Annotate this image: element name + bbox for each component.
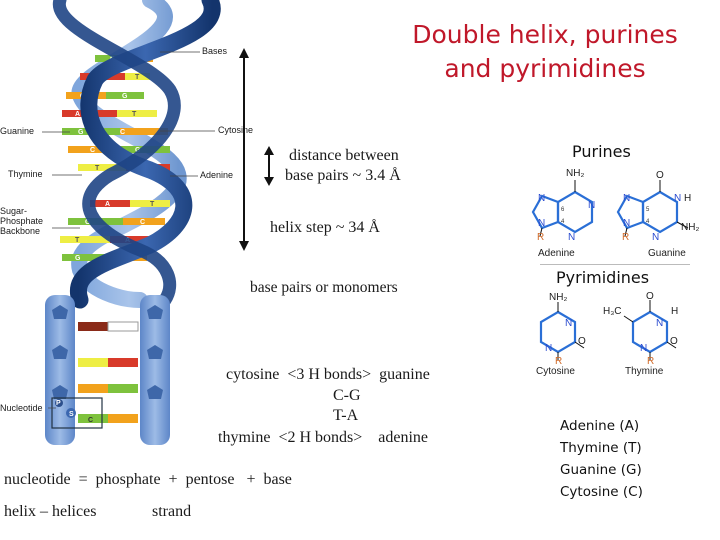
base-pairs-or-monomers: base pairs or monomers (250, 279, 398, 296)
dna-double-helix-illustration: G C A T C G A T G C C G T A A T G C T A … (42, 0, 221, 445)
atom-n: N (538, 218, 546, 229)
rung-letter: C (120, 129, 125, 136)
rung-letter: T (75, 237, 80, 244)
cytosine-nh2: NH₂ (549, 292, 568, 303)
rung-letter: T (150, 201, 155, 208)
label-cytosine: Cytosine (218, 125, 254, 135)
rung-letter: G (75, 255, 81, 262)
atom-n: N (640, 343, 648, 354)
label-sugar-phosphate-backbone: Sugar- Phosphate Backbone (0, 206, 43, 236)
title-line-1: Double helix, purines (412, 20, 678, 49)
label-bases: Bases (202, 46, 228, 56)
label-thymine: Thymine (8, 169, 43, 179)
base-pair-distance-arrow (264, 146, 274, 186)
helix-helices: helix – helices (4, 503, 97, 520)
guanine-r: R (622, 232, 630, 243)
atom-n: N (674, 193, 682, 204)
nucleotide-letter: C (88, 417, 93, 424)
atom-n: N (588, 200, 596, 211)
text-line: base pairs ~ 3.4 Å (285, 167, 401, 184)
text-line: distance between (289, 147, 399, 164)
rung-letter: T (135, 74, 140, 81)
atom-n: N (652, 232, 660, 243)
thymine-o2: O (670, 336, 678, 347)
atom-n: N (623, 218, 631, 229)
atom-n: N (656, 318, 664, 329)
adenine-r: R (537, 232, 545, 243)
thymine-o: O (646, 291, 654, 302)
cytosine-name: Cytosine (536, 366, 575, 377)
atom-n: N (565, 318, 573, 329)
purine-structures (531, 180, 689, 237)
helix-step-arrow (239, 48, 249, 251)
rung-letter: A (105, 201, 110, 208)
rung-letter: G (122, 93, 128, 100)
thymine-r: R (647, 356, 655, 367)
hydrogen-bond-pairs: cytosine <3 H bonds> guanine thymine <2 … (218, 322, 430, 469)
thymine-h3c: H₃C (603, 306, 622, 317)
text-line: T-A (333, 407, 359, 424)
rung-letter: T (132, 111, 137, 118)
label-line: Phosphate (0, 216, 44, 226)
nucleotide-highlight-box (51, 397, 103, 429)
label-line: Backbone (0, 226, 41, 236)
nucleotide-letter: S (69, 411, 74, 418)
label-guanine: Guanine (0, 126, 35, 136)
adenine-nh2: NH₂ (566, 168, 585, 179)
legend-thymine: Thymine (T) (560, 440, 642, 456)
slide-title: Double helix, purines and pyrimidines (390, 18, 700, 86)
adenine-name: Adenine (538, 248, 575, 259)
rung-letter: A (75, 111, 80, 118)
text-line: cytosine <3 H bonds> guanine (226, 366, 430, 383)
label-adenine: Adenine (200, 170, 234, 180)
ring-number: 6 (561, 207, 565, 213)
ring-number: 5 (646, 207, 650, 213)
atom-n: N (538, 193, 546, 204)
pyrimidine-structures (539, 300, 677, 360)
rung-letter: C (90, 147, 95, 154)
legend-adenine: Adenine (A) (560, 418, 640, 434)
base-pair-codes: C-G T-A (333, 386, 361, 426)
guanine-h: H (684, 193, 692, 204)
guanine-structure (616, 190, 679, 234)
section-divider (540, 264, 690, 265)
atom-n: N (623, 193, 631, 204)
nucleotide-letter: P (56, 400, 61, 407)
rung-letter: G (78, 129, 84, 136)
purines-title: Purines (572, 142, 631, 161)
ring-number: 4 (646, 219, 650, 225)
guanine-o: O (656, 170, 664, 181)
label-nucleotide: Nucleotide (0, 403, 43, 413)
nucleotide-formula: nucleotide = phosphate + pentose + base (4, 471, 292, 488)
helix-step-text: helix step ~ 34 Å (270, 219, 380, 236)
rung-letter: T (95, 165, 100, 172)
rung-letter: C (140, 219, 145, 226)
title-line-2: and pyrimidines (444, 54, 646, 83)
label-line: Sugar- (0, 206, 28, 216)
rung-letter: G (85, 219, 91, 226)
cytosine-o: O (578, 336, 586, 347)
ring-number: 4 (561, 219, 565, 225)
atom-n: N (568, 232, 576, 243)
cytosine-r: R (555, 356, 563, 367)
legend-cytosine: Cytosine (C) (560, 484, 643, 500)
guanine-name: Guanine (648, 248, 686, 259)
thymine-name: Thymine (625, 366, 664, 377)
pyrimidines-title: Pyrimidines (556, 268, 650, 287)
atom-n: N (545, 343, 553, 354)
thymine-h: H (671, 306, 679, 317)
distance-between-base-pairs: distance between base pairs ~ 3.4 Å (285, 146, 401, 186)
adenine-structure (531, 190, 594, 234)
text-line: thymine <2 H bonds> adenine (218, 429, 429, 446)
base-legend: Adenine (A) Thymine (T) Guanine (G) Cyto… (560, 415, 643, 503)
legend-guanine: Guanine (G) (560, 462, 642, 478)
strand-text: strand (152, 503, 192, 520)
guanine-nh2: NH₂ (681, 222, 700, 233)
text-line: C-G (333, 387, 361, 404)
